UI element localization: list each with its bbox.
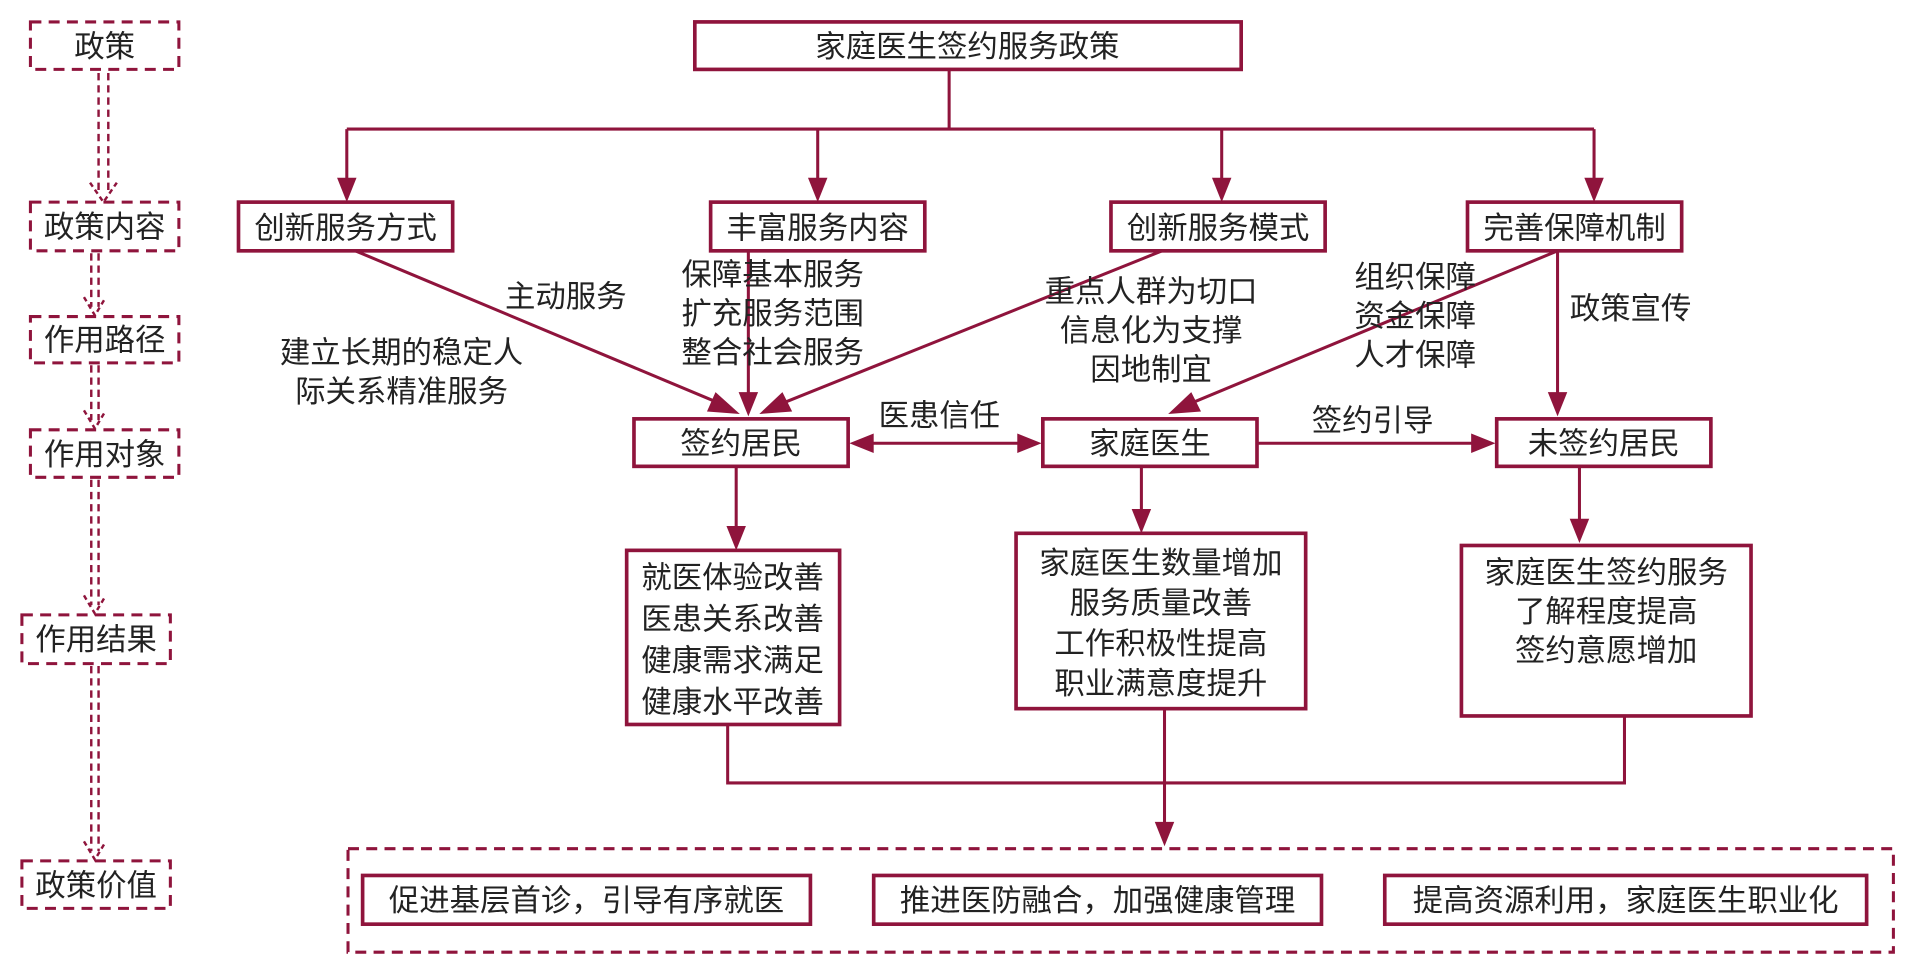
level-box-content: [28, 200, 181, 253]
root-title: 家庭医生签约服务政策: [815, 30, 1119, 65]
path-model-line: 信息化为支撑: [1060, 314, 1242, 349]
content-box-guarantee: [1465, 200, 1684, 253]
content-box-service-content: [708, 200, 927, 253]
root-box: [692, 20, 1243, 72]
result-line: 服务质量改善: [1070, 587, 1252, 622]
path-basic-line: 保障基本服务: [681, 258, 863, 293]
path-model-line: 因地制宜: [1090, 353, 1212, 388]
value-label: 促进基层首诊，引导有序就医: [389, 884, 784, 919]
arrow-head-icon: [1584, 177, 1604, 203]
result-line: 医患关系改善: [641, 602, 823, 637]
arrow-head-icon: [1131, 508, 1152, 534]
arrow-head-icon: [738, 392, 759, 417]
relation-trust: 医患信任: [879, 399, 1001, 434]
path-basic-line: 整合社会服务: [681, 336, 863, 371]
path-basic-line: 扩充服务范围: [681, 297, 863, 332]
arrow-head-icon: [759, 392, 793, 414]
dashed-arrow-icon: [82, 594, 107, 617]
result-line: 家庭医生数量增加: [1039, 546, 1282, 581]
arrow-head-icon: [706, 392, 740, 414]
value-box-health-management: [871, 873, 1324, 926]
object-box-unsigned-residents: [1494, 417, 1713, 469]
path-active-service: 主动服务: [505, 280, 627, 315]
result-arrows: [726, 466, 1590, 551]
result-line: 职业满意度提升: [1054, 667, 1267, 702]
path-guarantee-line: 资金保障: [1354, 299, 1476, 334]
result-line: 健康水平改善: [641, 685, 823, 720]
root-connectors: [337, 69, 1604, 203]
arrow-head-icon: [1569, 518, 1590, 544]
result-line: 健康需求满足: [641, 644, 823, 679]
arrow-head-icon: [1017, 433, 1042, 453]
arrow-head-icon: [807, 177, 828, 203]
path-model-line: 重点人群为切口: [1045, 275, 1258, 310]
path-long-term-line: 建立长期的稳定人: [280, 336, 523, 371]
level-column: 政策 政策内容 作用路径 作用对象 作用结果 政策价值: [20, 20, 181, 910]
path-publicity: 政策宣传: [1570, 292, 1692, 327]
object-label: 未签约居民: [1528, 427, 1680, 462]
dashed-arrow-icon: [82, 409, 107, 431]
arrow-head-icon: [1547, 392, 1568, 417]
level-label: 政策内容: [44, 210, 166, 245]
arrow-head-icon: [337, 177, 357, 203]
arrow-head-icon: [1154, 821, 1175, 847]
level-box-object: [28, 428, 181, 479]
result-line: 就医体验改善: [641, 561, 823, 596]
content-box-service-model: [1109, 200, 1327, 253]
result-line: 了解程度提高: [1515, 595, 1697, 630]
dashed-arrow-icon: [82, 296, 107, 318]
result-box-unsigned: [1459, 543, 1753, 718]
value-box-resource-utilization: [1382, 873, 1869, 926]
value-label: 推进医防融合，加强健康管理: [900, 884, 1295, 919]
path-guarantee-line: 组织保障: [1354, 260, 1476, 295]
level-box-result: [20, 613, 172, 666]
result-box-residents: [624, 548, 842, 727]
content-label: 创新服务模式: [1127, 212, 1309, 247]
result-line: 工作积极性提高: [1054, 627, 1267, 662]
level-label: 作用对象: [44, 438, 166, 473]
arrow-head-icon: [726, 526, 746, 551]
path-guarantee-line: 人才保障: [1354, 338, 1476, 373]
arrow-head-icon: [849, 433, 874, 453]
arrow-head-icon: [1471, 433, 1496, 453]
object-label: 签约居民: [680, 427, 802, 462]
content-label: 丰富服务内容: [726, 212, 908, 247]
value-label: 提高资源利用，家庭医生职业化: [1413, 884, 1839, 919]
level-label: 政策价值: [35, 869, 157, 904]
arrow-head-icon: [1168, 392, 1202, 414]
content-label: 创新服务方式: [254, 212, 436, 247]
level-box-value: [20, 859, 172, 910]
result-box-doctors: [1014, 531, 1308, 711]
object-relations: [849, 433, 1496, 453]
content-label: 完善保障机制: [1483, 212, 1665, 247]
result-line: 签约意愿增加: [1515, 634, 1697, 669]
level-box-path: [28, 315, 181, 365]
object-label: 家庭医生: [1089, 427, 1211, 462]
value-box-primary-care: [360, 873, 813, 926]
path-long-term-line: 际关系精准服务: [295, 375, 508, 410]
dashed-arrow-icon: [89, 181, 118, 205]
result-line: 家庭医生签约服务: [1485, 556, 1728, 591]
level-label: 政策: [74, 30, 135, 65]
level-box-policy: [28, 20, 181, 71]
level-label: 作用结果: [35, 623, 157, 658]
object-box-signed-residents: [632, 417, 850, 469]
level-label: 作用路径: [44, 324, 166, 359]
content-box-service-method: [236, 200, 455, 253]
arrow-head-icon: [1211, 177, 1232, 203]
dashed-arrow-icon: [82, 840, 107, 862]
level-flow-arrows: [82, 73, 118, 862]
path-connectors: [354, 249, 1568, 417]
merge-connector: [726, 708, 1626, 847]
relation-guide: 签约引导: [1312, 404, 1434, 439]
